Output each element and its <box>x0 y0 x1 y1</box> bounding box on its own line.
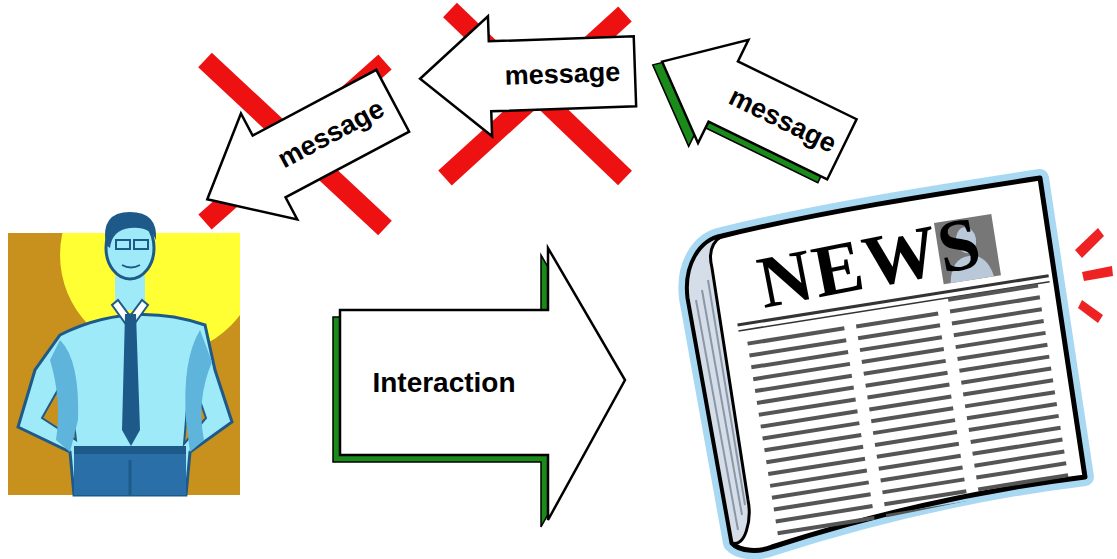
businessman-illustration-part <box>129 460 132 495</box>
newspaper-illustration-part-part-part-part <box>777 516 874 535</box>
businessman-illustration-part <box>74 450 186 495</box>
arrow-body <box>179 48 421 253</box>
newspaper-illustration-part-part <box>702 290 742 515</box>
newspaper-illustration-part-part-part-part <box>982 497 1073 515</box>
newspaper-illustration-part <box>1078 300 1103 323</box>
arrow-body <box>418 11 637 138</box>
newspaper-illustration-part-part-part-part <box>978 473 1069 491</box>
businessman-illustration-part <box>116 240 130 249</box>
arrow-label: message <box>273 93 390 175</box>
newspaper-illustration-part-part-part-part <box>984 509 1075 527</box>
businessman-illustration-part <box>74 446 186 454</box>
newspaper-illustration-part-part-part <box>745 284 1077 559</box>
message-arrow: message <box>418 11 637 138</box>
businessman-illustration-part <box>105 212 156 248</box>
businessman-illustration-part <box>122 314 140 446</box>
businessman-illustration-part <box>122 265 140 268</box>
newspaper-illustration-part-part-part-part <box>985 521 1076 539</box>
message-arrow: message <box>637 10 867 201</box>
newspaper-illustration-part <box>1075 228 1104 258</box>
newspaper-illustration-part-part-part-part <box>987 532 1078 550</box>
newspaper-illustration-part-part-part-part <box>892 537 975 554</box>
newspaper-illustration-part <box>687 236 749 544</box>
text-area: Interaction <box>340 310 548 455</box>
businessman-illustration-part <box>134 240 148 249</box>
newspaper-illustration-part-part-part-part <box>888 513 971 530</box>
businessman-illustration-part <box>18 315 232 495</box>
text-area: message <box>253 70 409 198</box>
interaction-arrow: Interaction <box>330 245 625 523</box>
arrow-label: message <box>724 81 841 160</box>
newspaper-illustration-part <box>687 178 1085 550</box>
newspaper-illustration-part-part-part-part <box>779 528 876 547</box>
newspaper-illustration-part <box>1082 266 1113 281</box>
arrow-body <box>340 248 625 520</box>
newspaper-illustration-part-part <box>708 280 745 505</box>
newspaper-illustration-part-part-part-part <box>980 485 1071 503</box>
newspaper-illustration-part-part-part-part <box>890 525 973 542</box>
newspaper-illustration-part-part-part-part <box>886 501 969 518</box>
newspaper-illustration-part-part-part-part <box>781 540 878 559</box>
newspaper-illustration-part-part-part-part <box>884 489 967 506</box>
newspaper-illustration-part-part-part-part <box>893 549 976 559</box>
masthead-text: NEWS <box>751 199 989 326</box>
businessman-illustration-part <box>185 330 212 452</box>
newspaper-illustration-part-part-part-part <box>783 552 880 559</box>
businessman-illustration-part <box>50 340 78 452</box>
message-arrow: message <box>179 48 421 253</box>
text-area: message <box>489 36 636 111</box>
newspaper-masthead: NEWS <box>738 189 1002 335</box>
text-area: NEWS <box>738 189 1002 335</box>
arrow-label: message <box>504 56 621 91</box>
newspaper-illustration-part <box>687 178 1085 550</box>
arrow-body <box>637 10 867 201</box>
newspaper-illustration-part <box>696 280 745 530</box>
newspaper-illustration <box>687 178 1113 559</box>
arrow-label: Interaction <box>372 367 515 399</box>
